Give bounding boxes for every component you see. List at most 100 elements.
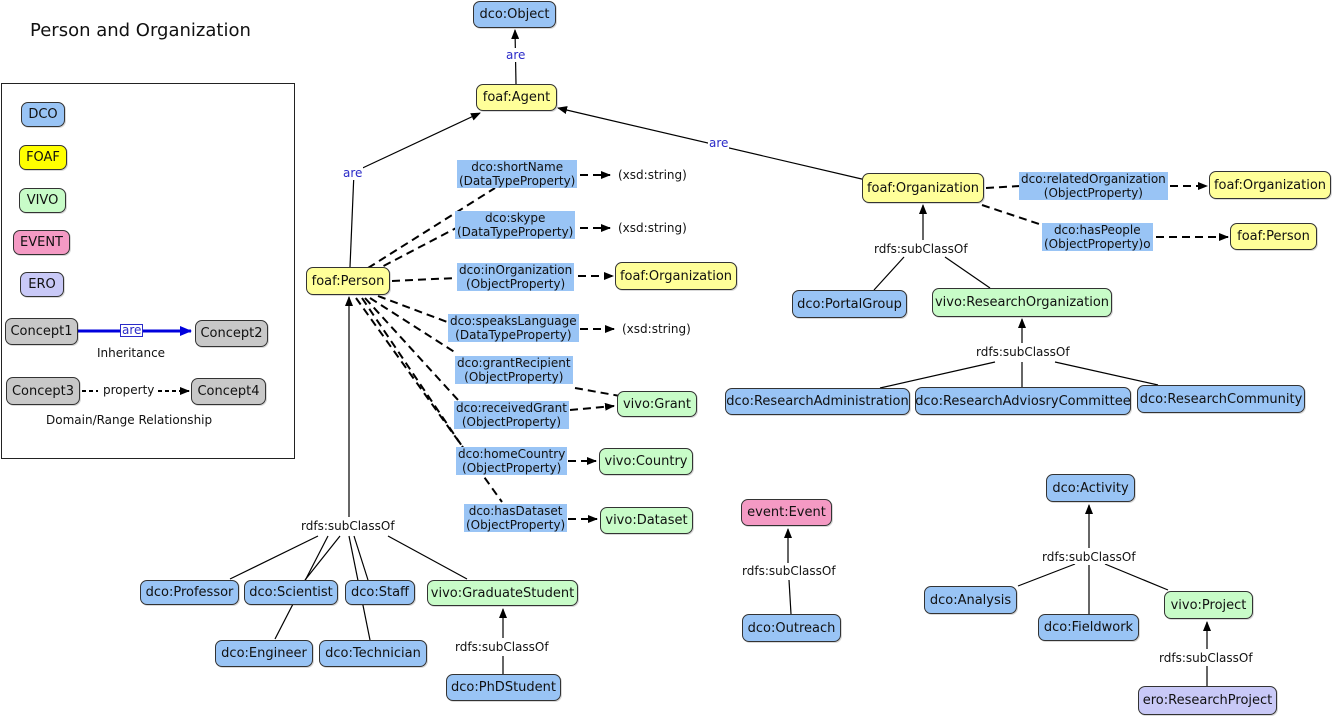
prop-receivedgrant: dco:receivedGrant (ObjectProperty) xyxy=(454,401,569,429)
node-vivo-grant[interactable]: vivo:Grant xyxy=(617,391,697,417)
page-title: Person and Organization xyxy=(30,20,251,41)
prop-speakslanguage: dco:speaksLanguage (DataTypeProperty) xyxy=(448,314,579,342)
edge-haspeople-domain xyxy=(981,204,1043,226)
node-dco-researchadministration[interactable]: dco:ResearchAdministration xyxy=(725,388,910,415)
prop-haspeople-name: dco:hasPeople xyxy=(1053,223,1141,237)
prop-hasdataset-kind: (ObjectProperty) xyxy=(466,518,566,532)
edge-scientist xyxy=(304,535,341,581)
prop-homecountry-name: dco:homeCountry xyxy=(458,447,566,461)
label-are-organization-agent: are xyxy=(708,136,730,150)
edge-researchcommunity xyxy=(1054,361,1159,386)
edge-person-agent-2 xyxy=(353,112,481,173)
node-dco-activity[interactable]: dco:Activity xyxy=(1046,474,1135,502)
legend-inheritance-label: Inheritance xyxy=(97,346,166,360)
node-vivo-country[interactable]: vivo:Country xyxy=(599,448,693,475)
edge-relatedorg-domain xyxy=(985,185,1021,189)
prop-hasdataset-name: dco:hasDataset xyxy=(468,504,563,518)
legend-domain-range-label: Domain/Range Relationship xyxy=(46,413,213,427)
edge-grantrecipient-range xyxy=(574,387,621,397)
node-dco-researchadvisorycommittee[interactable]: dco:ResearchAdviosryCommittee xyxy=(915,387,1131,415)
legend-concept2: Concept2 xyxy=(195,320,268,347)
prop-relatedorganization-kind: (ObjectProperty) xyxy=(1043,186,1143,200)
node-dco-scientist[interactable]: dco:Scientist xyxy=(244,580,338,605)
prop-haspeople-kind: (ObjectProperty)o xyxy=(1044,237,1151,251)
node-vivo-project[interactable]: vivo:Project xyxy=(1164,591,1253,619)
edge-analysis xyxy=(1017,563,1076,587)
edge-staff xyxy=(353,535,369,581)
node-foaf-organization-target[interactable]: foaf:Organization xyxy=(615,262,737,290)
prop-receivedgrant-name: dco:receivedGrant xyxy=(456,401,567,415)
node-dco-staff[interactable]: dco:Staff xyxy=(345,580,415,605)
legend-are-label: are xyxy=(120,323,144,337)
legend-ero: ERO xyxy=(20,272,64,297)
prop-skype-kind: (DataTypeProperty) xyxy=(457,225,574,239)
edge-professor xyxy=(229,535,319,580)
legend-vivo: VIVO xyxy=(19,188,66,213)
label-are-person-agent: are xyxy=(342,166,364,180)
edge-project xyxy=(1104,563,1169,591)
prop-grantrecipient: dco:grantRecipient (ObjectProperty) xyxy=(455,356,573,384)
prop-skype-name: dco:skype xyxy=(484,211,546,225)
edge-researchadmin xyxy=(879,361,996,389)
legend-panel xyxy=(1,83,295,459)
prop-receivedgrant-kind: (ObjectProperty) xyxy=(461,415,562,429)
edge-skype-domain xyxy=(371,225,461,273)
prop-speakslanguage-name: dco:speaksLanguage xyxy=(450,314,577,328)
node-dco-professor[interactable]: dco:Professor xyxy=(140,580,239,605)
literal-speakslanguage: (xsd:string) xyxy=(622,322,691,336)
legend-event: EVENT xyxy=(13,230,70,255)
node-dco-phdstudent[interactable]: dco:PhDStudent xyxy=(446,674,561,701)
node-event-event[interactable]: event:Event xyxy=(741,499,832,526)
node-foaf-organization-related[interactable]: foaf:Organization xyxy=(1209,171,1331,199)
node-vivo-researchorganization[interactable]: vivo:ResearchOrganization xyxy=(932,288,1112,317)
label-subclassof-person: rdfs:subClassOf xyxy=(300,519,396,533)
prop-shortname: dco:shortName (DataTypeProperty) xyxy=(457,160,578,188)
node-vivo-graduatestudent[interactable]: vivo:GraduateStudent xyxy=(427,580,578,606)
prop-homecountry: dco:homeCountry (ObjectProperty) xyxy=(456,447,568,475)
node-dco-analysis[interactable]: dco:Analysis xyxy=(924,586,1017,614)
legend-concept1: Concept1 xyxy=(5,318,78,345)
node-ero-researchproject[interactable]: ero:ResearchProject xyxy=(1138,686,1277,715)
node-vivo-dataset[interactable]: vivo:Dataset xyxy=(600,507,693,534)
legend-concept4: Concept4 xyxy=(191,378,266,405)
edge-portalgroup xyxy=(873,256,905,291)
prop-haspeople: dco:hasPeople (ObjectProperty)o xyxy=(1042,223,1153,251)
prop-relatedorganization: dco:relatedOrganization (ObjectProperty) xyxy=(1019,172,1168,200)
literal-skype: (xsd:string) xyxy=(618,221,687,235)
legend-foaf: FOAF xyxy=(19,145,67,170)
prop-grantrecipient-name: dco:grantRecipient xyxy=(457,356,571,370)
node-dco-fieldwork[interactable]: dco:Fieldwork xyxy=(1038,614,1139,641)
prop-inorganization-kind: (ObjectProperty) xyxy=(466,277,566,291)
node-foaf-person-target[interactable]: foaf:Person xyxy=(1230,223,1317,250)
node-dco-portalgroup[interactable]: dco:PortalGroup xyxy=(792,290,907,318)
label-subclassof-event: rdfs:subClassOf xyxy=(741,564,837,578)
node-dco-researchcommunity[interactable]: dco:ResearchCommunity xyxy=(1137,385,1305,413)
prop-shortname-kind: (DataTypeProperty) xyxy=(459,174,576,188)
node-dco-outreach[interactable]: dco:Outreach xyxy=(742,614,841,642)
edge-grantrecipient-domain xyxy=(369,297,457,354)
legend-concept3: Concept3 xyxy=(6,377,80,405)
prop-inorganization: dco:inOrganization (ObjectProperty) xyxy=(457,263,575,291)
prop-homecountry-kind: (ObjectProperty) xyxy=(462,461,562,475)
prop-grantrecipient-kind: (ObjectProperty) xyxy=(464,370,564,384)
node-dco-engineer[interactable]: dco:Engineer xyxy=(215,640,313,667)
node-foaf-agent[interactable]: foaf:Agent xyxy=(476,84,557,111)
edge-homecountry-domain xyxy=(361,297,463,447)
label-subclassof-project: rdfs:subClassOf xyxy=(1158,651,1254,665)
node-foaf-organization[interactable]: foaf:Organization xyxy=(862,173,984,203)
legend-property-label: property xyxy=(103,383,155,397)
edge-inorg-domain xyxy=(391,277,457,282)
prop-speakslanguage-kind: (DataTypeProperty) xyxy=(455,328,572,342)
label-are-agent-object: are xyxy=(505,48,527,62)
node-dco-object[interactable]: dco:Object xyxy=(473,1,556,28)
node-foaf-person[interactable]: foaf:Person xyxy=(306,267,390,295)
legend-dco: DCO xyxy=(21,102,65,127)
prop-skype: dco:skype (DataTypeProperty) xyxy=(455,211,576,239)
edge-researchorg xyxy=(944,256,991,289)
label-subclassof-organization: rdfs:subClassOf xyxy=(873,242,969,256)
prop-shortname-name: dco:shortName xyxy=(471,160,564,174)
node-dco-technician[interactable]: dco:Technician xyxy=(319,640,427,667)
prop-relatedorganization-name: dco:relatedOrganization xyxy=(1021,172,1166,186)
edge-speaks-domain xyxy=(377,295,451,324)
